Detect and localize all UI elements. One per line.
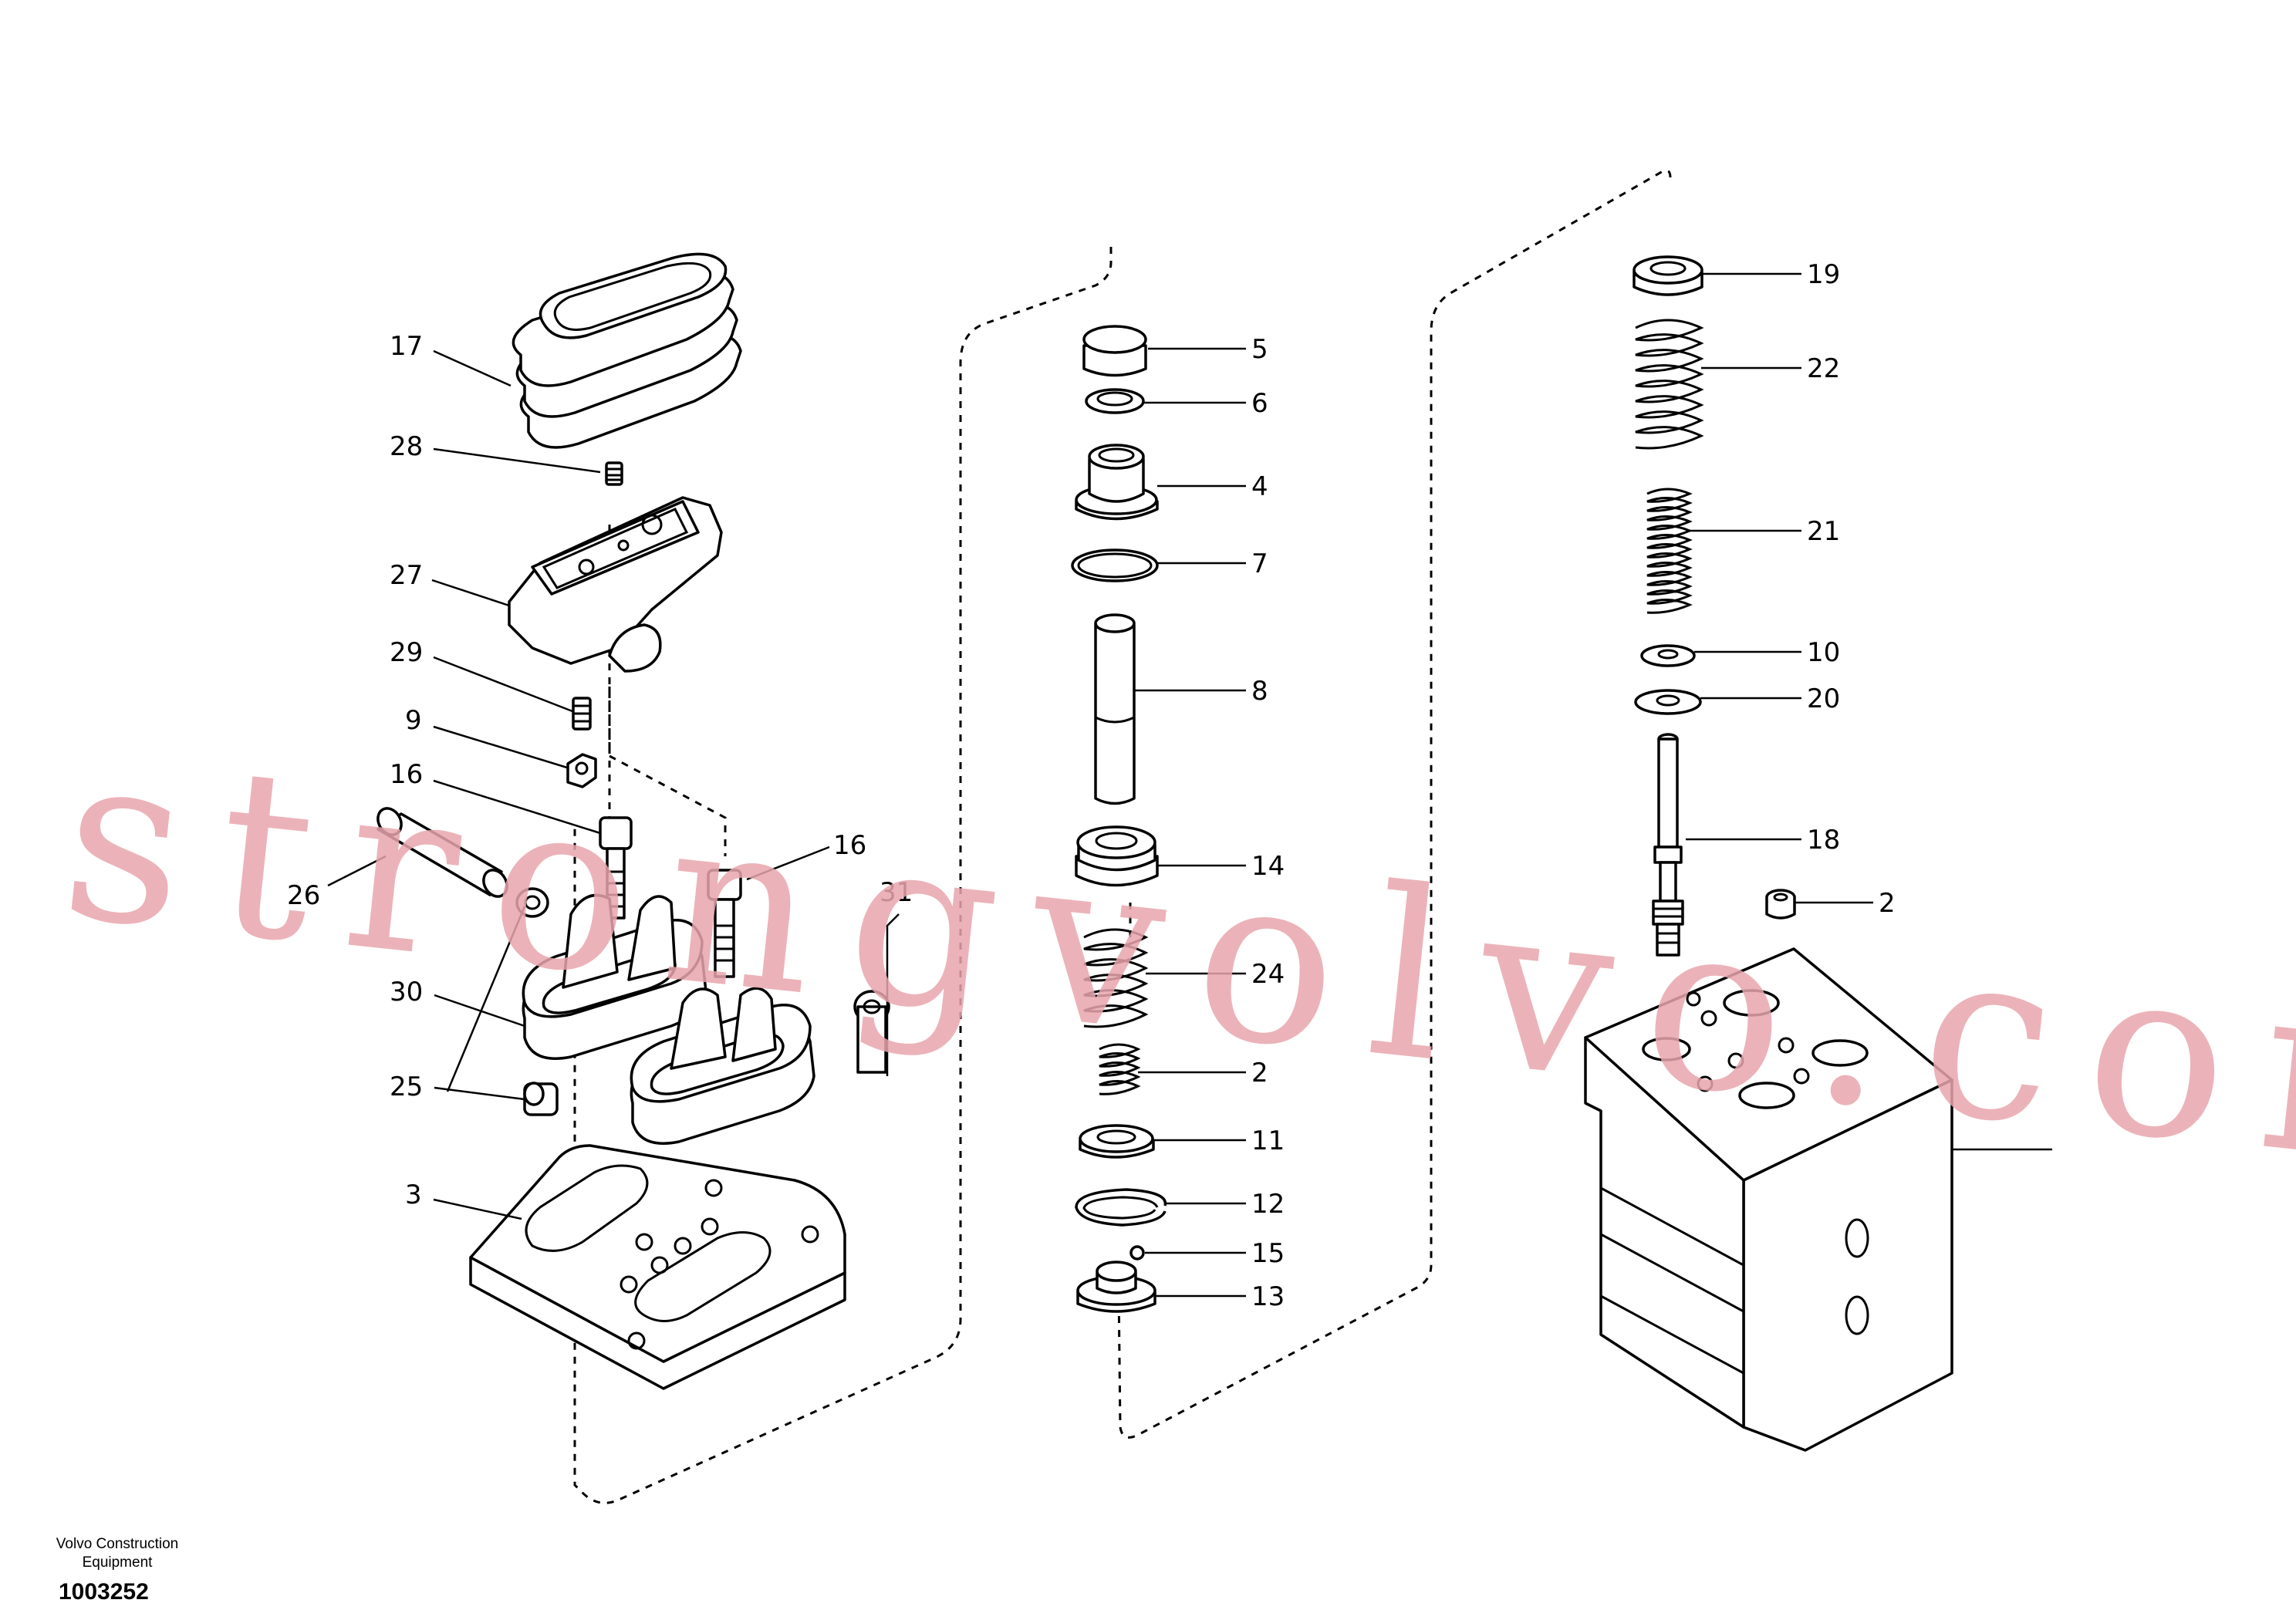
part-28-set-screw: [605, 461, 623, 486]
part-13-plug: [1076, 1261, 1156, 1313]
callout-12: 12: [1251, 1189, 1285, 1220]
callout-3: 3: [405, 1180, 422, 1210]
part-22-outer-spring: [1635, 319, 1704, 450]
part-24-spring: [1083, 928, 1149, 1028]
callout-18: 18: [1807, 825, 1840, 856]
part-2-inner-spring: [1099, 1043, 1141, 1095]
part-1-valve-body: [1584, 947, 1953, 1452]
part-17-boot: [512, 252, 742, 449]
part-2-plug: [1765, 889, 1796, 920]
part-27-lever-bracket: [508, 496, 723, 673]
callout-6: 6: [1251, 388, 1268, 419]
callout-16-left: 16: [390, 759, 423, 790]
part-10-washer: [1640, 644, 1696, 667]
callout-14: 14: [1251, 851, 1285, 882]
callout-16-right: 16: [833, 830, 866, 861]
callout-21: 21: [1807, 516, 1840, 547]
callout-2-middle: 2: [1251, 1058, 1268, 1088]
callout-29: 29: [390, 637, 423, 668]
part-25-bushing: [523, 1082, 559, 1116]
part-4-guide: [1075, 444, 1159, 521]
part-30-bushing: [515, 887, 549, 918]
credit-line-1: Volvo Construction: [56, 1536, 179, 1552]
part-3-plate: [469, 1144, 846, 1390]
part-5-sleeve: [1082, 325, 1147, 377]
callout-13: 13: [1251, 1281, 1285, 1312]
part-31-spring-pin: [853, 990, 890, 1074]
leader-lines: [327, 272, 2052, 1298]
callout-25: 25: [390, 1072, 423, 1102]
part-16-bolt-left: [599, 816, 633, 920]
callout-19: 19: [1807, 259, 1840, 290]
callout-2-right: 2: [1879, 888, 1896, 919]
callout-7: 7: [1251, 548, 1268, 579]
part-11-washer: [1079, 1124, 1155, 1159]
part-19-spring-seat: [1633, 255, 1703, 296]
callout-22: 22: [1807, 353, 1840, 384]
part-21-inner-spring: [1646, 488, 1693, 614]
callout-26: 26: [287, 880, 320, 911]
callout-17: 17: [390, 331, 423, 362]
part-26-pin: [376, 807, 508, 898]
document-number: 1003252: [59, 1579, 149, 1605]
callout-28: 28: [390, 431, 423, 462]
callout-31: 31: [880, 877, 913, 908]
callout-10: 10: [1807, 637, 1840, 668]
callout-24: 24: [1251, 959, 1285, 990]
part-8-plunger: [1094, 613, 1136, 805]
part-push-rod-assembly-left: [522, 893, 707, 1060]
part-push-rod-assembly-right: [630, 987, 815, 1145]
callout-labels: 17 28 27 29 9 16 16 26 31 30 25 3 5 6 4 …: [287, 259, 1896, 1312]
part-14-spring-seat: [1075, 825, 1159, 887]
part-15-ball: [1129, 1245, 1145, 1261]
callout-8: 8: [1251, 676, 1268, 707]
callout-27: 27: [390, 560, 423, 591]
callout-9: 9: [405, 705, 422, 736]
callout-5: 5: [1251, 334, 1268, 365]
callout-11: 11: [1251, 1126, 1285, 1156]
callout-20: 20: [1807, 683, 1840, 714]
publisher-credit: Volvo Construction Equipment: [40, 1535, 194, 1572]
part-6-seal: [1085, 388, 1145, 414]
part-29-set-screw: [572, 697, 592, 731]
credit-line-2: Equipment: [82, 1554, 153, 1571]
callout-30: 30: [390, 977, 423, 1007]
callout-4: 4: [1251, 471, 1268, 502]
part-9-nut: [566, 753, 597, 788]
part-12-snap-ring: [1075, 1188, 1167, 1227]
part-20-washer: [1634, 689, 1702, 715]
watermark-text: strongvolvo.com: [52, 701, 2296, 1227]
part-18-spool: [1652, 733, 1684, 957]
part-16-bolt-right: [707, 869, 742, 978]
callout-15: 15: [1251, 1238, 1285, 1269]
part-7-o-ring: [1071, 548, 1159, 582]
